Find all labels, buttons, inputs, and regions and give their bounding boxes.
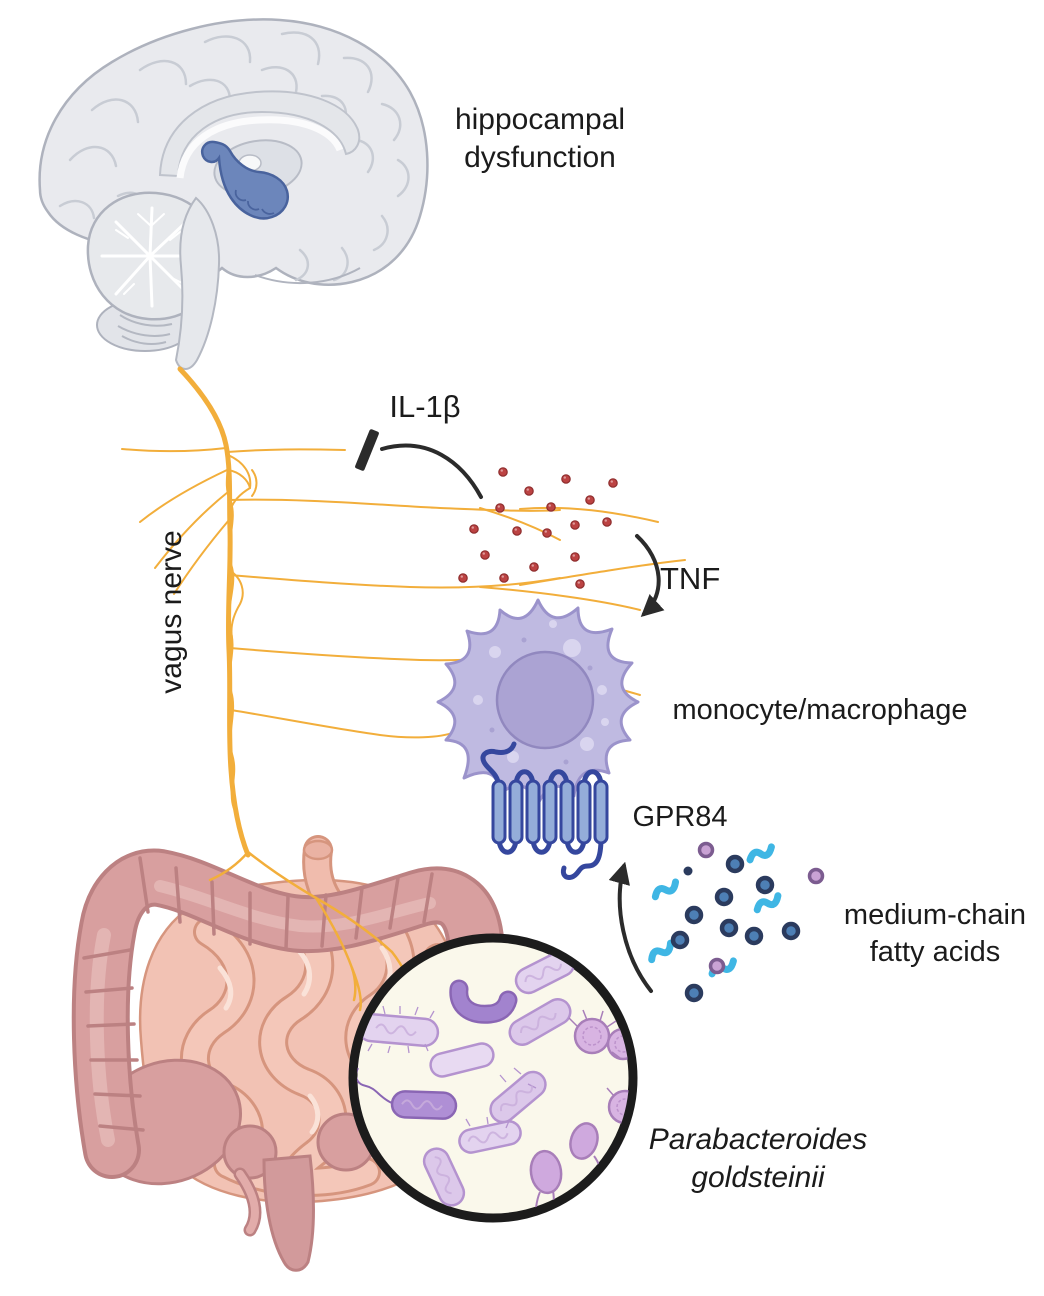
macrophage-vesicles bbox=[473, 620, 609, 763]
bacteria-magnifier bbox=[348, 933, 638, 1223]
vagus-nerve-label: vagus nerve bbox=[155, 530, 188, 694]
macrophage-illustration bbox=[436, 598, 640, 806]
hippocampus-highlight bbox=[201, 140, 289, 220]
vagus-nerve-illustration bbox=[121, 366, 686, 1012]
hippocampal-dysfunction-line2: dysfunction bbox=[464, 141, 616, 175]
hippocampal-dysfunction-line1: hippocampal bbox=[454, 103, 626, 136]
hippocampal-dysfunction-label: hippocampal dysfunction bbox=[410, 101, 670, 178]
cytokine-dots bbox=[458, 467, 618, 589]
il1b-label: IL-1β bbox=[389, 389, 461, 424]
rectum bbox=[262, 1154, 315, 1272]
corpus-callosum bbox=[158, 90, 361, 178]
inhibition-bar-icon bbox=[355, 429, 379, 471]
tnf-arrow bbox=[635, 534, 665, 617]
species-line2: goldsteinii bbox=[691, 1161, 825, 1195]
brain-illustration bbox=[38, 18, 429, 370]
il1b-inhibition-arrow bbox=[355, 429, 483, 499]
gpr84-receptor-illustration bbox=[480, 741, 609, 880]
monocyte-macrophage-label: monocyte/macrophage bbox=[672, 694, 968, 726]
tnf-label: TNF bbox=[660, 561, 721, 596]
species-label: Parabacteroides goldsteinii bbox=[628, 1121, 888, 1198]
brainstem bbox=[174, 196, 221, 370]
species-line1: Parabacteroides bbox=[648, 1123, 868, 1156]
mcfa-line1: medium-chain bbox=[843, 899, 1027, 931]
mcfa-label: medium-chain fatty acids bbox=[810, 897, 1044, 971]
gpr84-label: GPR84 bbox=[632, 801, 728, 833]
mcfa-arrow bbox=[608, 861, 653, 993]
macrophage-nucleus bbox=[495, 650, 595, 750]
mcfa-line2: fatty acids bbox=[869, 936, 1001, 969]
mcfa-particles bbox=[649, 841, 825, 1001]
